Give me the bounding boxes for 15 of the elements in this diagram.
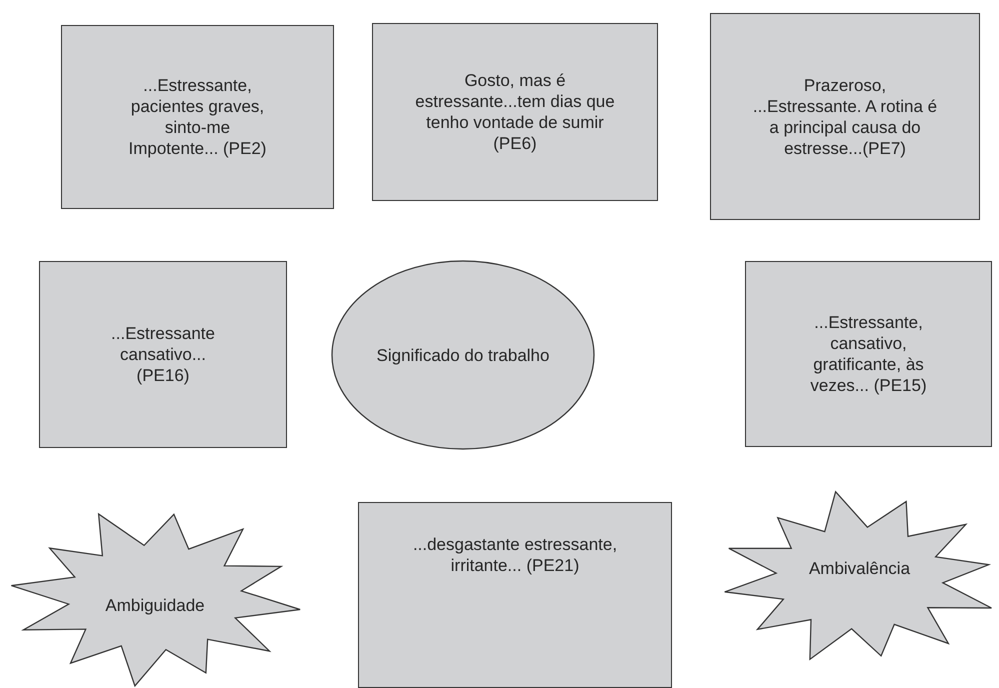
text-box [358,502,672,688]
node-text: Gosto, mas é estressante...tem dias que tenho vontade de sumir (PE6) [415,70,615,154]
text-box [710,13,980,220]
text-box [61,25,334,209]
node-text: ...desgastante estressante, irritante... (PE21) [412,534,618,576]
node-text: ...Estressante, pacientes graves, sinto-me Impotente... (PE2) [128,75,268,159]
node-text: Prazeroso, ...Estressante. A rotina é a principal causa do estresse...(PE7) [752,74,938,158]
text-box [745,261,992,447]
text-box [39,261,287,448]
node-text: Ambiguidade [105,595,205,616]
node-text: Significado do trabalho [376,344,550,366]
text-box [372,23,658,201]
node-text: Ambivalência [808,558,910,578]
node-text: ...Estressante cansativo... (PE16) [110,323,216,386]
node-text: ...Estressante, cansativo, gratificante, às vezes... (PE15) [809,312,928,396]
